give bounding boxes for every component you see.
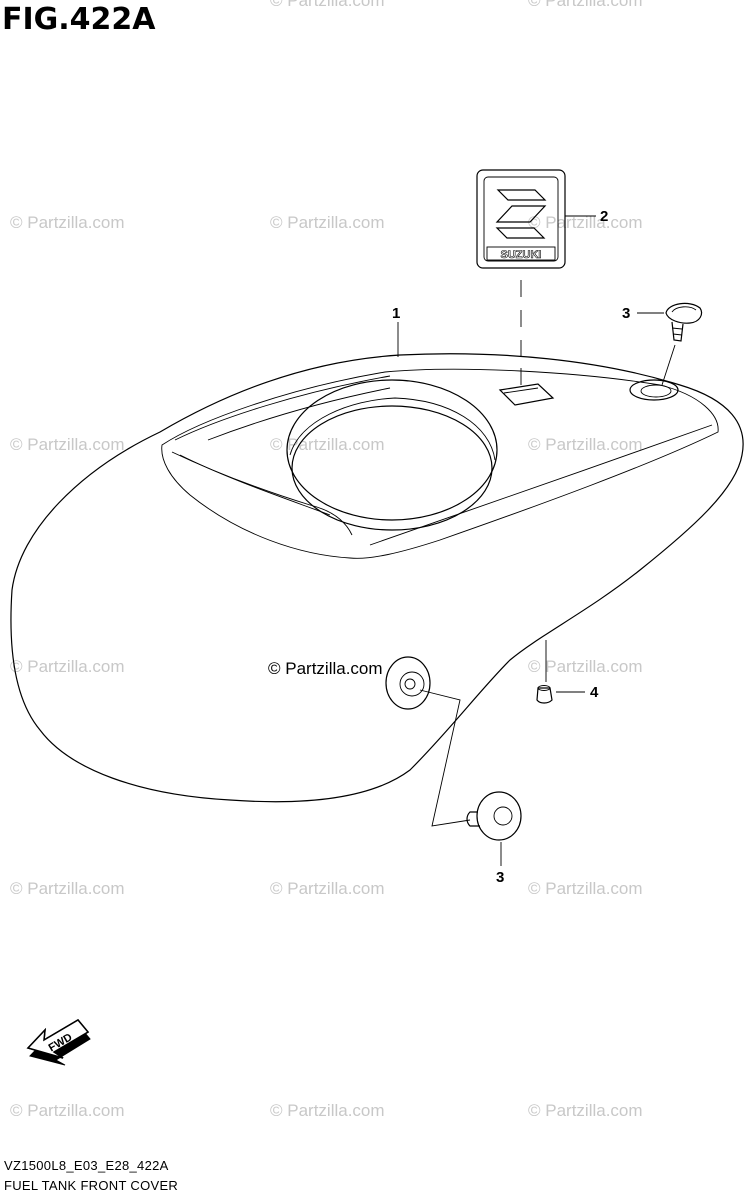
watermark: © Partzilla.com xyxy=(10,657,125,676)
suzuki-emblem: SUZUKI xyxy=(476,169,566,269)
watermark: © Partzilla.com xyxy=(270,0,385,10)
watermark: © Partzilla.com xyxy=(528,435,643,454)
fwd-arrow: FWD xyxy=(26,1019,91,1066)
watermark: © Partzilla.com xyxy=(270,879,385,898)
callout-4: 4 xyxy=(590,684,599,701)
callout-labels: 1 2 3 4 3 xyxy=(392,208,630,886)
watermark: © Partzilla.com xyxy=(270,213,385,232)
watermark: © Partzilla.com xyxy=(270,435,385,454)
watermark: © Partzilla.com xyxy=(10,879,125,898)
front-cover-part xyxy=(10,353,744,803)
emblem-brand-text: SUZUKI xyxy=(501,249,542,261)
watermark: © Partzilla.com xyxy=(10,435,125,454)
callout-3-upper: 3 xyxy=(622,305,630,322)
callout-2: 2 xyxy=(600,208,608,225)
figure-code: VZ1500L8_E03_E28_422A xyxy=(4,1158,169,1173)
watermark: © Partzilla.com xyxy=(10,213,125,232)
watermark: © Partzilla.com xyxy=(528,657,643,676)
cushion-part xyxy=(536,685,553,704)
watermark: © Partzilla.com xyxy=(270,1101,385,1120)
callout-1: 1 xyxy=(392,305,400,322)
watermark: © Partzilla.com xyxy=(528,1101,643,1120)
watermark: © Partzilla.com xyxy=(528,0,643,10)
leader-lines xyxy=(397,215,676,866)
figure-name: FUEL TANK FRONT COVER xyxy=(4,1178,179,1193)
screw-lower-part xyxy=(466,791,522,841)
watermark: © Partzilla.com xyxy=(10,1101,125,1120)
watermark: © Partzilla.com xyxy=(528,213,643,232)
watermark: © Partzilla.com xyxy=(528,879,643,898)
watermark-center: © Partzilla.com xyxy=(268,659,383,678)
watermark-grid: © Partzilla.com © Partzilla.com © Partzi… xyxy=(10,0,643,1120)
callout-3-lower: 3 xyxy=(496,869,504,886)
figure-title: FIG.422A xyxy=(2,2,156,37)
screw-upper-part xyxy=(665,302,703,342)
